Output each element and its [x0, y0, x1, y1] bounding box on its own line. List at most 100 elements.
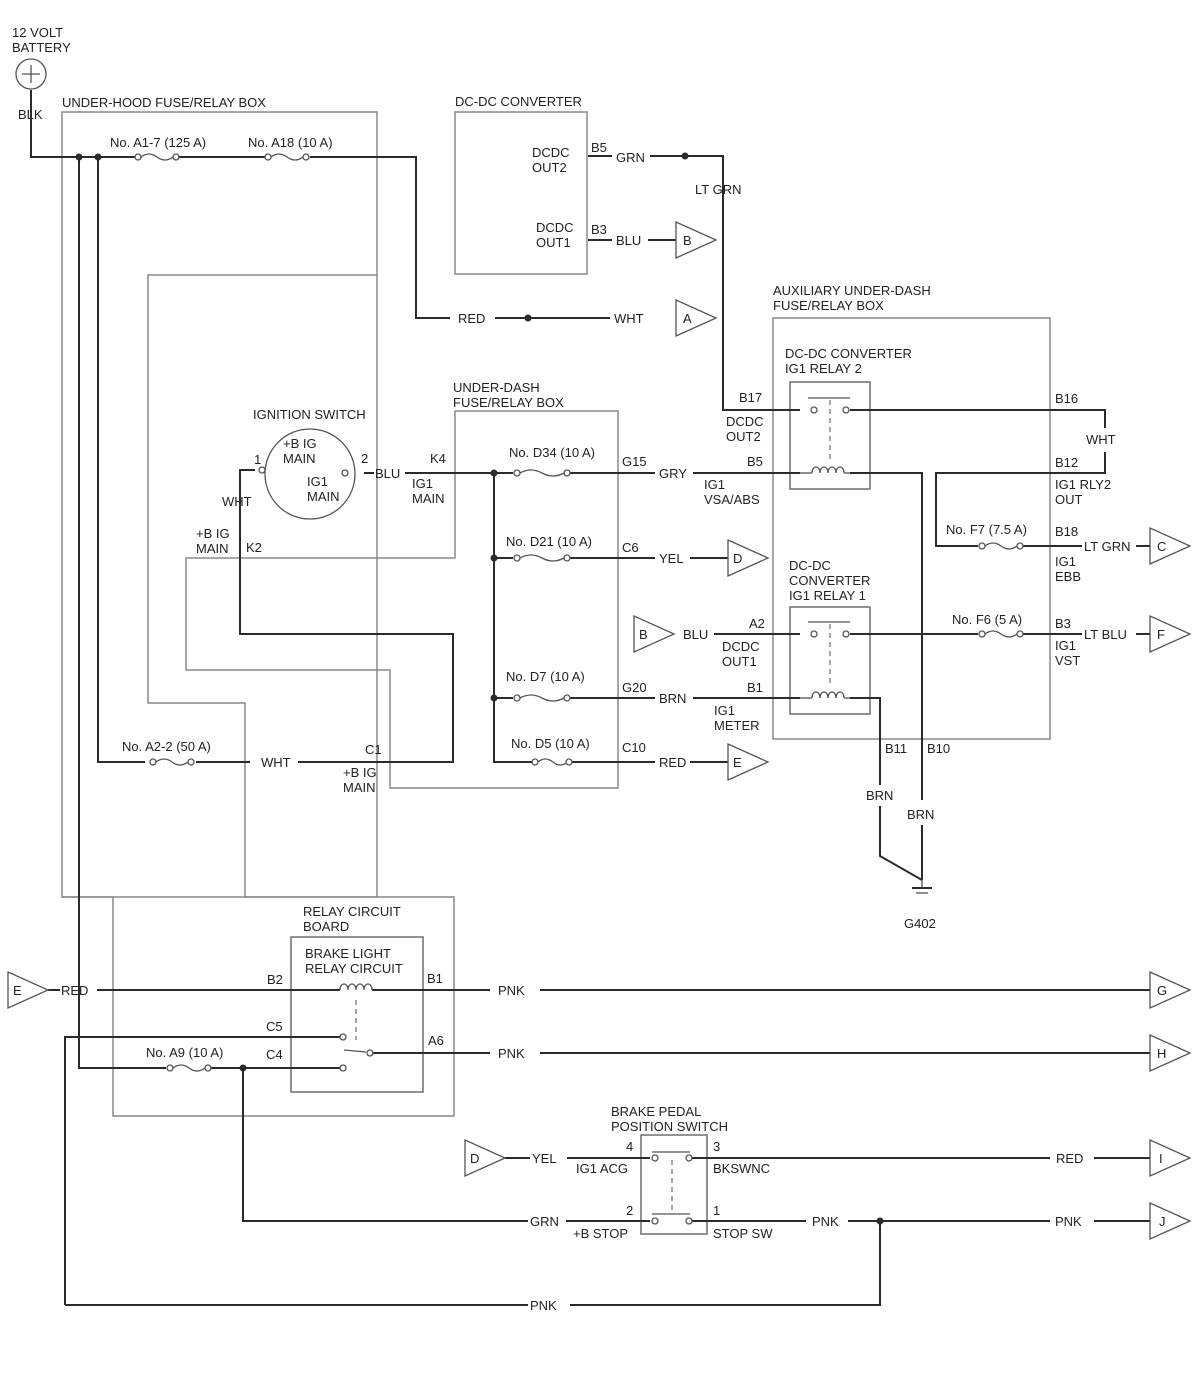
svg-text:E: E: [13, 983, 22, 998]
connector-d-out[interactable]: D: [727, 538, 770, 578]
wire-color-label: WHT: [614, 311, 644, 326]
brake-light-relay-title-1: BRAKE LIGHT: [305, 946, 391, 961]
wire-color-label: BLU: [616, 233, 641, 248]
pin-number: B5: [591, 140, 607, 155]
under-dash-bus: [493, 473, 655, 763]
wire-color-label: BLU: [375, 466, 400, 481]
pin-number: B11: [885, 741, 907, 756]
connector-b-in[interactable]: B: [633, 614, 676, 654]
relay-circuit-board-title-1: RELAY CIRCUIT: [303, 904, 401, 919]
under-dash-fuse-relay-box-outline: [185, 410, 619, 789]
pin-number: 2: [626, 1203, 633, 1218]
connector-e-out[interactable]: E: [727, 742, 770, 782]
battery-icon: [15, 58, 47, 90]
pin-function-label: STOP SW: [713, 1226, 773, 1241]
fuse-label: No. D34 (10 A): [509, 445, 595, 460]
dcdc-converter-title: DC-DC CONVERTER: [455, 94, 582, 109]
ignition-pin-1: [258, 466, 266, 474]
ground-icon: [912, 880, 932, 894]
relay1-title-1: DC-DC: [789, 558, 831, 573]
relay-1-switch-icon: [800, 621, 850, 699]
pnk-return-wire: [65, 1221, 881, 1306]
connector-c-out[interactable]: C: [1149, 526, 1192, 566]
connector-g-out[interactable]: G: [1149, 970, 1192, 1010]
pin-function-label: OUT2: [726, 429, 761, 444]
fuse-label: No. D7 (10 A): [506, 669, 585, 684]
fuse-label: No. A1-7 (125 A): [110, 135, 206, 150]
fuse-icon: [149, 758, 195, 766]
pin-function-label: METER: [714, 718, 760, 733]
under-dash-title-1: UNDER-DASH: [453, 380, 540, 395]
pin-number: C4: [266, 1047, 283, 1062]
relay2-title-1: DC-DC CONVERTER: [785, 346, 912, 361]
wire-color-label: BRN: [907, 807, 934, 822]
pin-number: K2: [246, 540, 262, 555]
dcdc-ig1-relay-2-box: [789, 381, 871, 490]
svg-text:F: F: [1157, 627, 1165, 642]
pin-number: B18: [1055, 524, 1078, 539]
fuse-label: No. F6 (5 A): [952, 612, 1022, 627]
wire-color-label: BLU: [683, 627, 708, 642]
fuse-icon: [978, 630, 1024, 638]
relay1-title-2: CONVERTER: [789, 573, 870, 588]
wire-color-label: PNK: [498, 1046, 525, 1061]
under-hood-box-lower-outline: [62, 274, 455, 1117]
splice-point: [681, 152, 689, 160]
wire-color-label: WHT: [1086, 432, 1116, 447]
pin-number: C6: [622, 540, 639, 555]
wire-color-label: YEL: [659, 551, 684, 566]
fuse-icon: [513, 554, 571, 562]
relay1-title-3: IG1 RELAY 1: [789, 588, 866, 603]
pin-function-label: IG1: [1055, 638, 1076, 653]
connector-f-out[interactable]: F: [1149, 614, 1192, 654]
svg-text:D: D: [733, 551, 742, 566]
fuse-icon: [134, 153, 180, 161]
wire-color-label: PNK: [812, 1214, 839, 1229]
ignition-switch-icon: [264, 428, 356, 520]
wire-color-label: GRY: [659, 466, 687, 481]
splice-point: [876, 1217, 884, 1225]
pin-function-label: BKSWNC: [713, 1161, 770, 1176]
svg-text:A: A: [683, 311, 692, 326]
connector-a-out[interactable]: A: [675, 298, 718, 338]
pin-function-label: IG1 ACG: [576, 1161, 628, 1176]
wire-color-label: BRN: [659, 691, 686, 706]
splice-point: [239, 1064, 247, 1072]
battery-main-wire: [30, 90, 450, 319]
svg-text:I: I: [1159, 1151, 1163, 1166]
pin-function-label: VSA/ABS: [704, 492, 760, 507]
wire-color-label: RED: [1056, 1151, 1083, 1166]
connector-i-out[interactable]: I: [1149, 1138, 1192, 1178]
dcdc-out1-label: DCDC: [536, 220, 574, 235]
connector-h-out[interactable]: H: [1149, 1033, 1192, 1073]
bpps-title-1: BRAKE PEDAL: [611, 1104, 701, 1119]
splice-point: [490, 694, 498, 702]
splice-point: [75, 153, 83, 161]
pin-function-label: MAIN: [343, 780, 376, 795]
fuse-label: No. F7 (7.5 A): [946, 522, 1027, 537]
relay2-out-wire: [850, 409, 1106, 547]
pin-function-label: MAIN: [412, 491, 445, 506]
aux-under-dash-box: [772, 317, 1051, 740]
ignition-pin-number: 1: [254, 452, 261, 467]
connector-d-in[interactable]: D: [464, 1138, 507, 1178]
relay2-title-2: IG1 RELAY 2: [785, 361, 862, 376]
aux-box-title-1: AUXILIARY UNDER-DASH: [773, 283, 931, 298]
svg-text:C: C: [1157, 539, 1166, 554]
connector-b-out[interactable]: B: [675, 220, 718, 260]
pin-function-label: EBB: [1055, 569, 1081, 584]
connector-j-out[interactable]: J: [1149, 1201, 1192, 1241]
dcdc-out1-label: OUT1: [536, 235, 571, 250]
under-hood-fuse-relay-box-outline: [61, 111, 378, 898]
ignition-contact-label: MAIN: [283, 451, 316, 466]
pin-number: B17: [739, 390, 762, 405]
under-hood-box-title: UNDER-HOOD FUSE/RELAY BOX: [62, 95, 266, 110]
pin-function-label: IG1: [1055, 554, 1076, 569]
grn-stop-wire: [242, 1068, 528, 1222]
battery-label-1: 12 VOLT: [12, 25, 63, 40]
wire-color-label: GRN: [616, 150, 645, 165]
connector-e-in[interactable]: E: [7, 970, 50, 1010]
aux-box-title-2: FUSE/RELAY BOX: [773, 298, 884, 313]
battery-label-2: BATTERY: [12, 40, 71, 55]
